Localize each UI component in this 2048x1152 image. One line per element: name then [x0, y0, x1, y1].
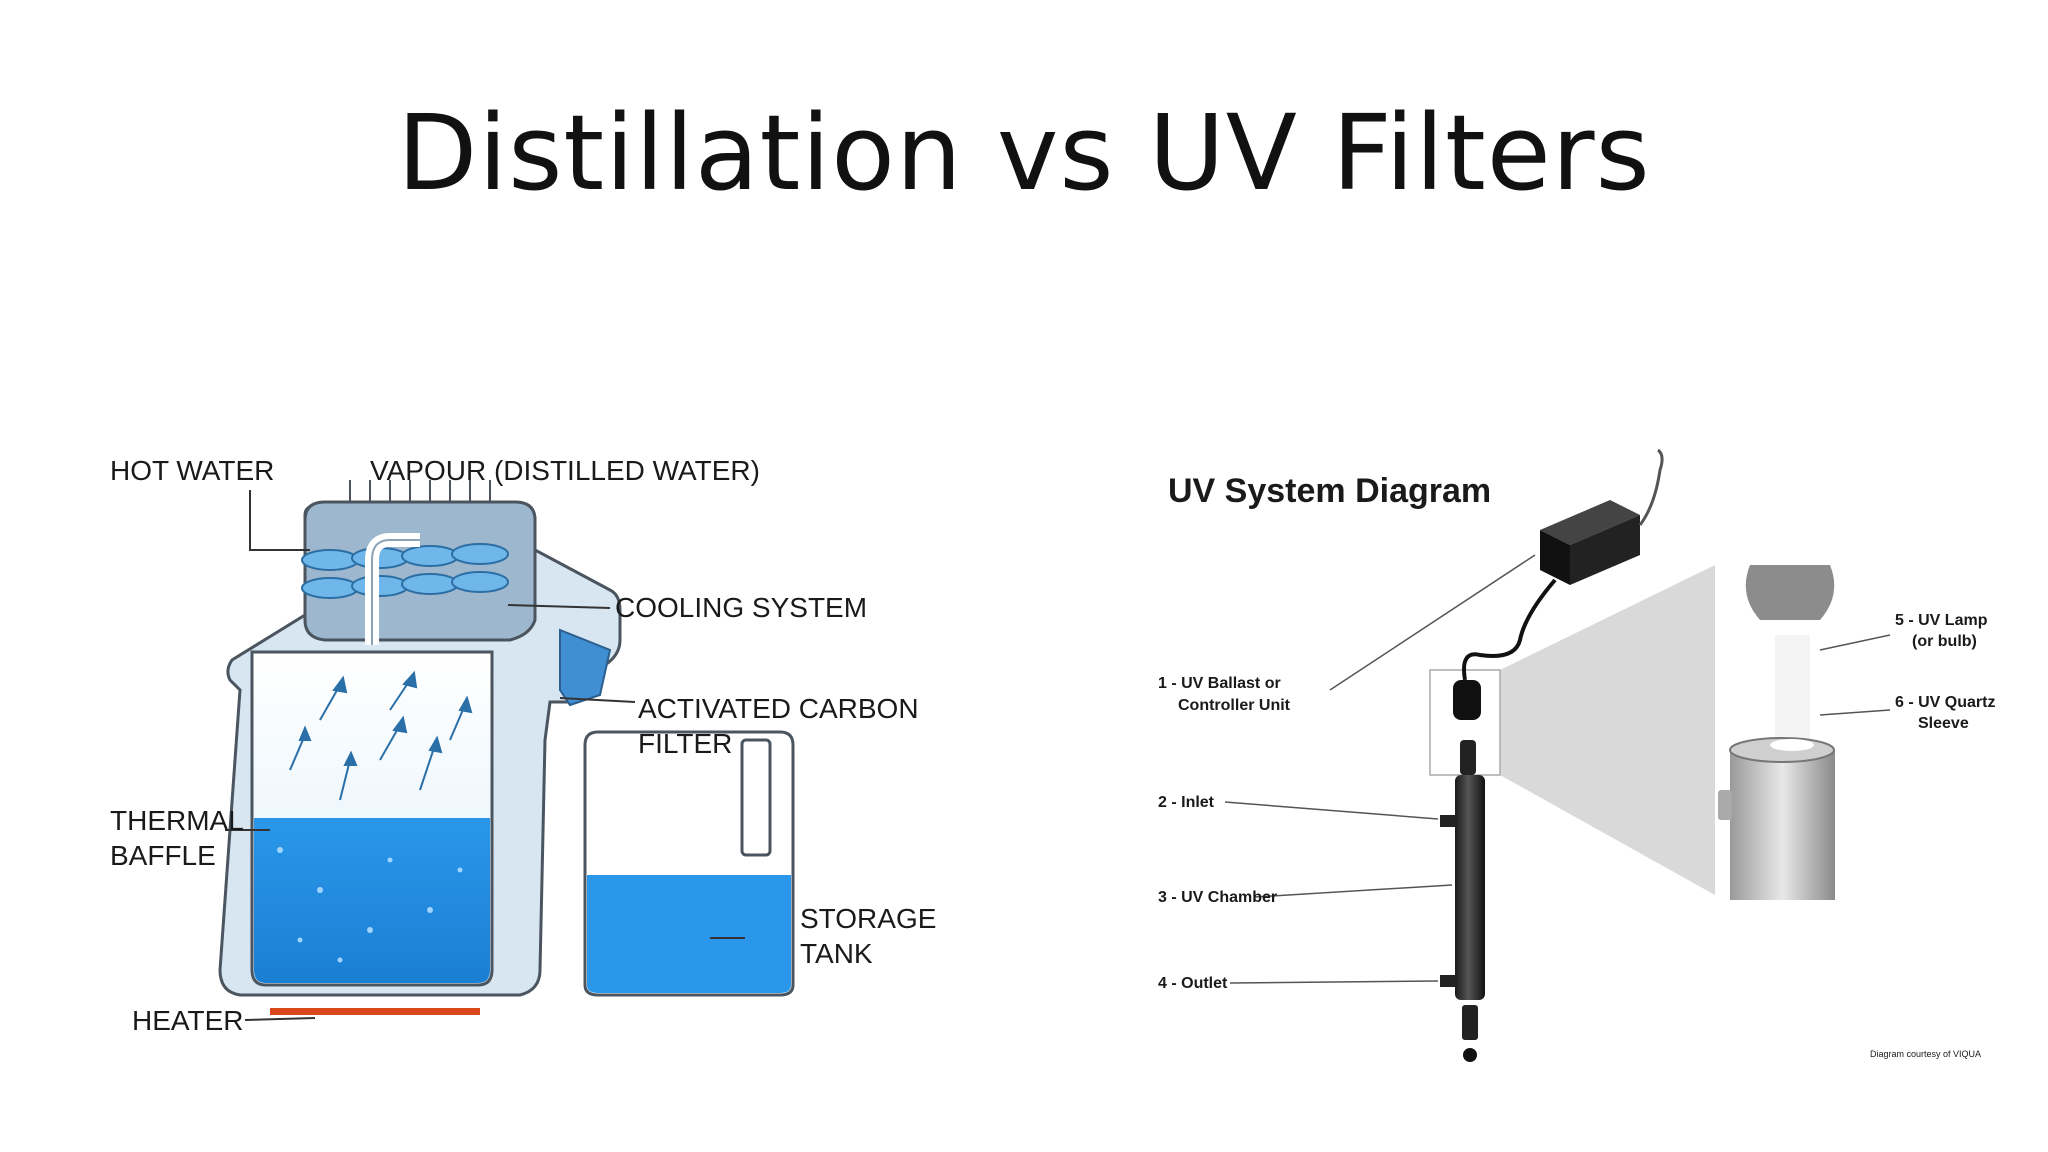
leader-lines	[225, 490, 745, 1021]
distillation-diagram: HOT WATER VAPOUR (DISTILLED WATER) COOLI…	[110, 455, 936, 1036]
label-thermal-1: THERMAL	[110, 805, 244, 836]
storage-water	[587, 875, 791, 993]
zoom-cone	[1500, 565, 1715, 895]
uv-chamber	[1455, 775, 1485, 1000]
slide-title: Distillation vs UV Filters	[397, 92, 1651, 214]
label-credit: Diagram courtesy of VIQUA	[1870, 1049, 1981, 1059]
lamp-connector	[1453, 680, 1481, 720]
label-carbon-filter-1: ACTIVATED CARBON	[638, 693, 919, 724]
label-quartz-1: 6 - UV Quartz	[1895, 694, 1995, 711]
outlet-port	[1440, 975, 1456, 987]
label-ballast-2: Controller Unit	[1178, 697, 1291, 714]
uv-lamp-cap	[1745, 565, 1835, 620]
label-thermal-2: BAFFLE	[110, 840, 216, 871]
hot-water-fill	[254, 818, 490, 983]
water-bubbles	[277, 847, 463, 963]
ballast-unit	[1540, 448, 1664, 585]
uv-diagram-title: UV System Diagram	[1168, 472, 1491, 510]
label-storage-2: TANK	[800, 938, 873, 969]
label-inlet: 2 - Inlet	[1158, 794, 1215, 811]
label-uv-lamp-1: 5 - UV Lamp	[1895, 612, 1988, 629]
label-cooling-system: COOLING SYSTEM	[615, 592, 867, 623]
label-storage-1: STORAGE	[800, 903, 936, 934]
label-carbon-filter-2: FILTER	[638, 728, 732, 759]
distiller-lid	[303, 500, 537, 642]
label-uv-chamber: 3 - UV Chamber	[1158, 889, 1277, 906]
vapour-marks	[349, 480, 491, 502]
label-outlet: 4 - Outlet	[1158, 975, 1228, 992]
vapour-arrows	[289, 670, 473, 801]
tank-handle	[740, 738, 772, 857]
label-ballast-1: 1 - UV Ballast or	[1158, 675, 1281, 692]
inlet-port	[1440, 815, 1456, 827]
label-uv-lamp-2: (or bulb)	[1912, 633, 1977, 650]
label-heater: HEATER	[132, 1005, 244, 1036]
label-quartz-2: Sleeve	[1918, 715, 1969, 732]
power-cable	[1462, 578, 1557, 681]
uv-leader-lines	[1224, 554, 1891, 984]
heater-element	[270, 1008, 480, 1015]
label-hot-water: HOT WATER	[110, 455, 274, 486]
label-vapour: VAPOUR (DISTILLED WATER)	[370, 455, 760, 486]
uv-system-diagram: UV System Diagram 1 - UV Ballast or Cont…	[1158, 448, 1995, 1062]
chamber-cutaway	[1730, 750, 1835, 900]
